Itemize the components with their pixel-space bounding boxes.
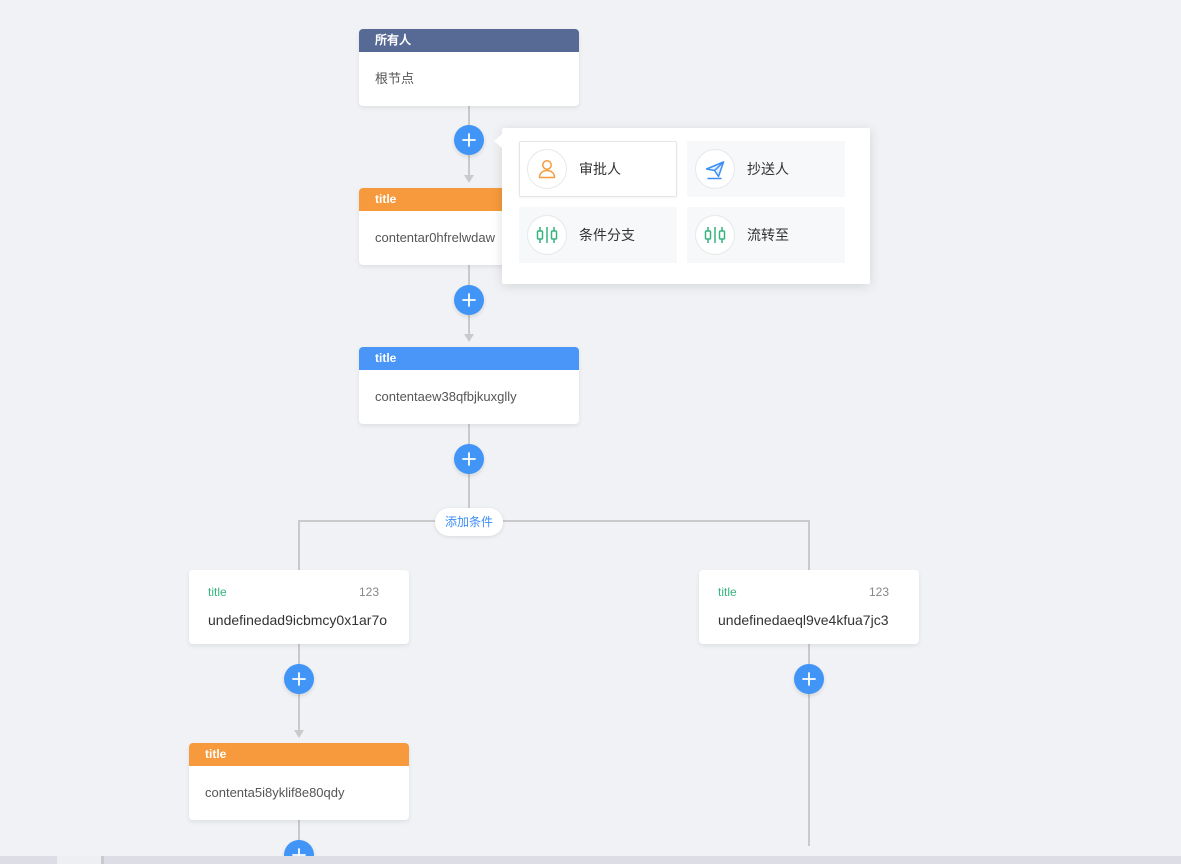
add-condition-button[interactable]: 添加条件 — [435, 508, 503, 536]
branch-line-right — [808, 520, 810, 570]
node-content: 根节点 — [375, 71, 415, 86]
plus-icon — [802, 672, 816, 686]
scrollbar-divider — [101, 856, 104, 864]
add-node-popover: 审批人 抄送人 条件分支 — [494, 128, 870, 284]
node-content: contentar0hfrelwdaw — [375, 230, 495, 245]
connector-arrow — [464, 175, 474, 183]
condition-branch-icon — [527, 215, 567, 255]
popover-item-label: 审批人 — [579, 161, 621, 177]
condition-priority: 123 — [868, 585, 889, 599]
branch-line — [298, 520, 810, 522]
approver-node-card[interactable]: title contenta5i8yklif8e80qdy — [189, 743, 409, 820]
node-header: title — [189, 743, 409, 766]
condition-priority: 123 — [358, 585, 379, 599]
popover-item-label: 抄送人 — [747, 161, 789, 177]
cc-send-icon — [695, 149, 735, 189]
popover-arrow — [494, 134, 502, 148]
condition-title: title — [718, 585, 737, 599]
add-node-button[interactable] — [454, 125, 484, 155]
node-header-label: 所有人 — [375, 33, 412, 47]
branch-line-left — [298, 520, 300, 570]
scrollbar-thumb[interactable] — [57, 856, 101, 864]
connector-line — [808, 644, 810, 846]
connector-arrow — [464, 334, 474, 342]
node-header-label: title — [375, 192, 397, 206]
popover-item-label: 流转至 — [747, 227, 789, 243]
cc-node-card[interactable]: title contentaew38qfbjkuxglly — [359, 347, 579, 424]
popover-item-flow-to[interactable]: 流转至 — [687, 207, 845, 263]
plus-icon — [292, 672, 306, 686]
condition-title: title — [208, 585, 227, 599]
popover-item-label: 条件分支 — [579, 227, 635, 243]
flow-to-icon — [695, 215, 735, 255]
node-header-label: title — [375, 351, 397, 365]
plus-icon — [462, 293, 476, 307]
condition-content: undefinedaeql9ve4kfua7jc3 — [718, 612, 889, 628]
node-header-label: title — [205, 747, 227, 761]
condition-card[interactable]: title 123 undefinedaeql9ve4kfua7jc3 — [699, 570, 919, 644]
add-node-button[interactable] — [284, 664, 314, 694]
horizontal-scrollbar[interactable] — [0, 856, 1181, 864]
add-node-button[interactable] — [454, 285, 484, 315]
connector-arrow — [294, 730, 304, 738]
popover-item-cc[interactable]: 抄送人 — [687, 141, 845, 197]
add-node-button[interactable] — [454, 444, 484, 474]
approver-person-icon — [527, 149, 567, 189]
popover-item-approver[interactable]: 审批人 — [519, 141, 677, 197]
condition-content: undefinedad9icbmcy0x1ar7o — [208, 612, 388, 628]
node-header: 所有人 — [359, 29, 579, 52]
node-content: contentaew38qfbjkuxglly — [375, 389, 517, 404]
condition-card[interactable]: title 123 undefinedad9icbmcy0x1ar7o — [189, 570, 409, 644]
add-node-button[interactable] — [794, 664, 824, 694]
node-header: title — [359, 347, 579, 370]
plus-icon — [462, 133, 476, 147]
root-node-card[interactable]: 所有人 根节点 — [359, 29, 579, 106]
node-content: contenta5i8yklif8e80qdy — [205, 785, 345, 800]
plus-icon — [462, 452, 476, 466]
popover-item-condition[interactable]: 条件分支 — [519, 207, 677, 263]
